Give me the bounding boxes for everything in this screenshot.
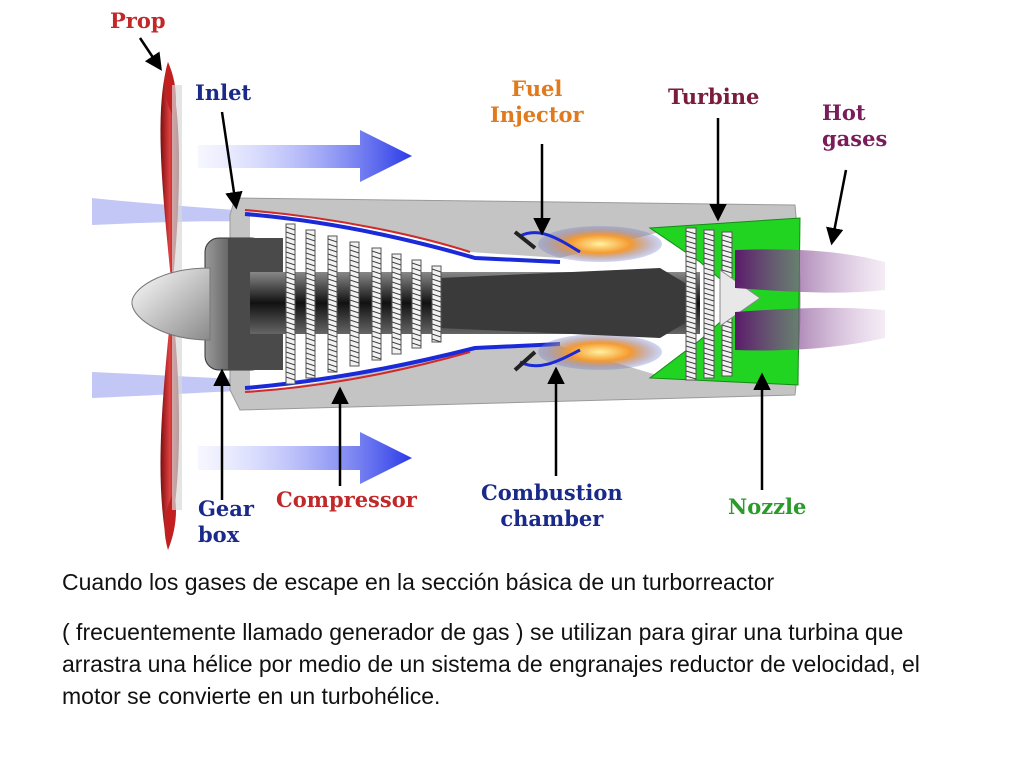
compressor-stage [285,223,296,385]
label-inlet: Inlet [195,80,252,105]
label-fuel-injector: Fuel Injector [490,76,584,127]
turboprop-diagram [92,37,885,550]
exhaust-gas-bottom [735,307,885,351]
label-compressor: Compressor [276,487,417,512]
compressor-stage [371,247,382,361]
label-combustion-chamber: Combustion chamber [481,480,623,531]
compressor-stage [431,265,442,343]
label-hot-gases: Hot gases [822,100,888,151]
flame-top [538,226,662,262]
caption-line-1: Cuando los gases de escape en la sección… [62,569,775,595]
turbine-stage [685,227,697,381]
compressor-stage [305,229,316,379]
compressor-stage [349,241,360,367]
compressor-stage [391,253,402,355]
compressor-stage [411,259,422,349]
exhaust-gas-top [735,249,885,293]
compressor-stages [285,223,442,385]
compressor-stage [327,235,338,373]
caption-paragraph: ( frecuentemente llamado generador de ga… [62,619,920,709]
propeller-hub [131,267,211,341]
propeller [131,62,211,550]
label-prop: Prop [110,8,166,33]
airflow-arrow-top [198,130,412,182]
airflow-arrow-bottom [198,432,412,484]
label-gear-box: Gear box [198,496,254,547]
label-turbine: Turbine [668,84,760,109]
flame-bottom [538,334,662,370]
label-nozzle: Nozzle [728,494,807,519]
turbine-stage [703,229,715,379]
